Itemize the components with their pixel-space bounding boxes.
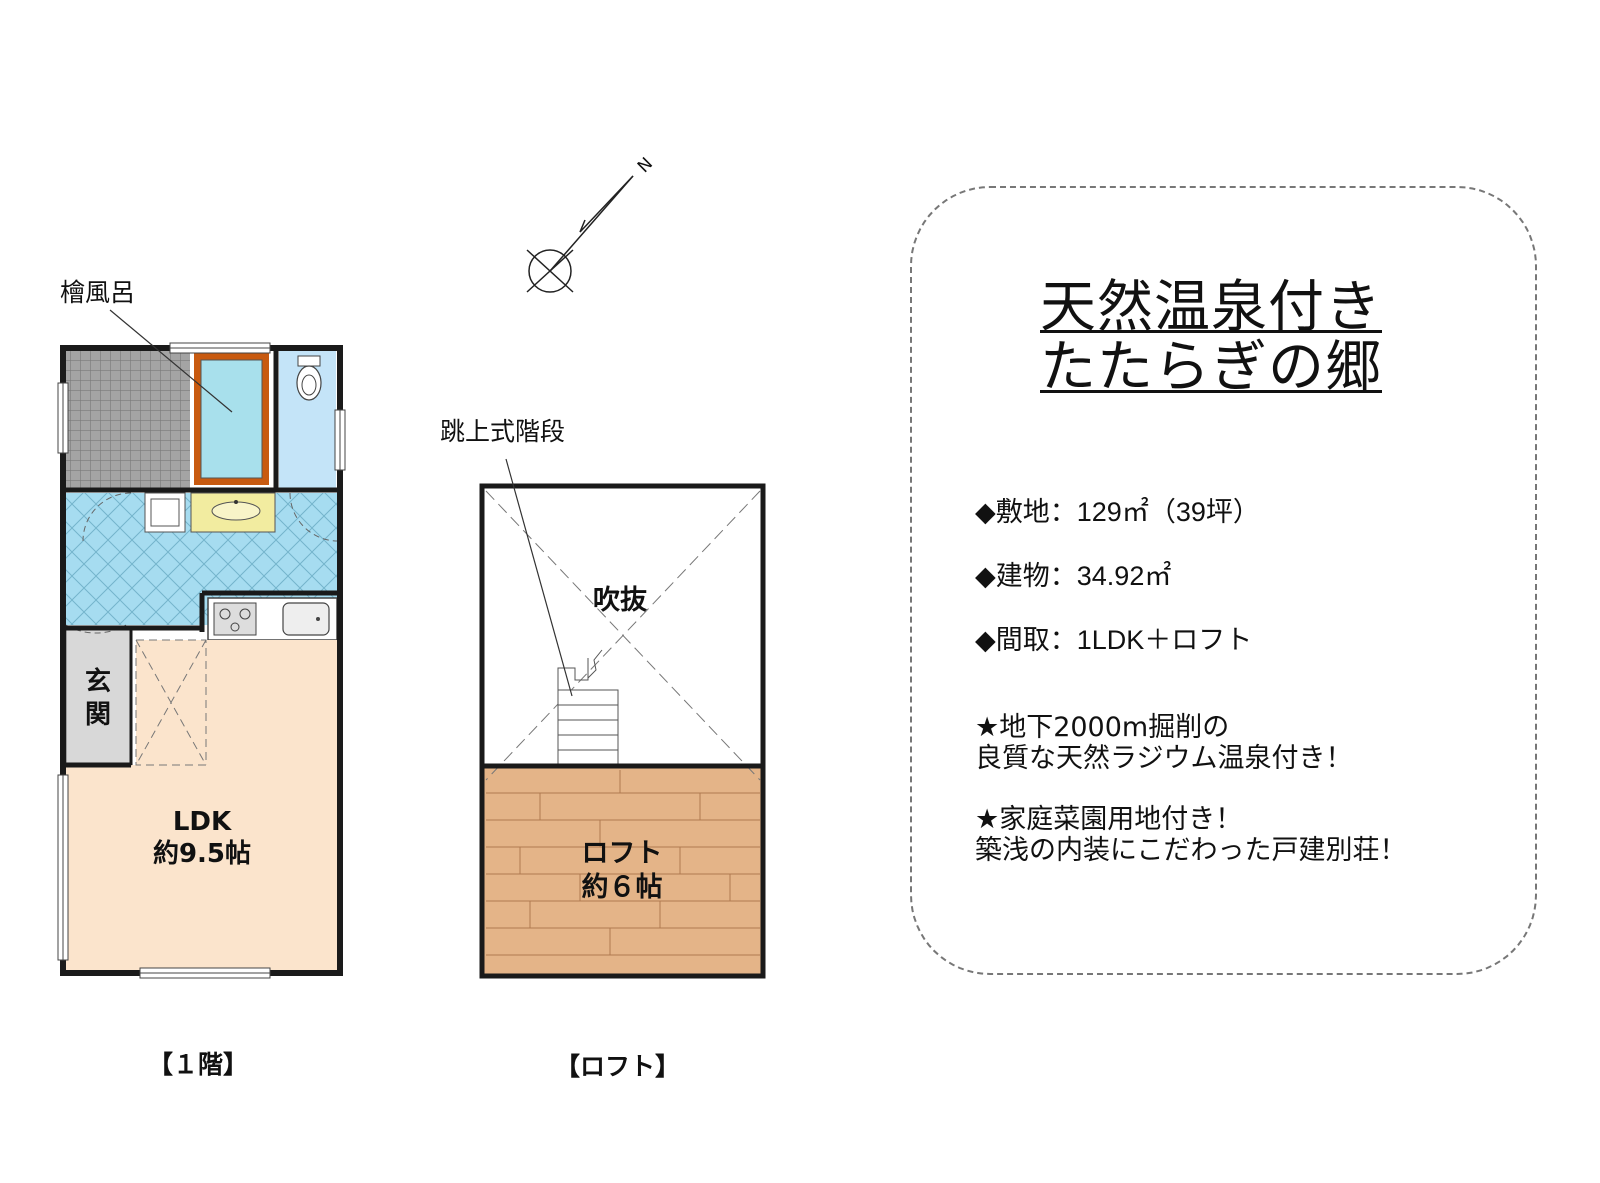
- floor1-windows: [57, 342, 346, 979]
- loft-stairs: [557, 649, 619, 767]
- title-line1: 天然温泉付き: [1040, 275, 1382, 340]
- loft-planks: [486, 770, 760, 956]
- spec-list: ◆敷地：129㎡（39坪） ◆建物：34.92㎡ ◆間取：1LDK＋ロフト: [975, 490, 1260, 682]
- note-line: 良質な天然ラジウム温泉付き！: [975, 743, 1353, 774]
- loft-plan: 跳上式階段 吹抜 ロフト 約６帖: [440, 417, 766, 979]
- north-label: N: [634, 154, 657, 177]
- loft-walls: [479, 483, 766, 979]
- title-line2: たたらぎの郷: [1040, 335, 1382, 400]
- entrance-label-top: 玄: [85, 666, 111, 697]
- spec-label: ◆間取：: [975, 625, 1077, 656]
- ldk-label: LDK: [173, 807, 232, 837]
- spec-label: ◆敷地：: [975, 497, 1077, 528]
- bathtub-water: [200, 359, 263, 479]
- loft-label: ロフト: [582, 838, 663, 869]
- toilet-fixture: [296, 355, 322, 401]
- compass: N: [526, 154, 657, 293]
- void-label: 吹抜: [593, 585, 648, 616]
- loft-caption: 【ロフト】: [555, 1052, 681, 1081]
- spec-layout: ◆間取：1LDK＋ロフト: [975, 618, 1260, 682]
- note-line: ★家庭菜園用地付き！: [975, 804, 1243, 835]
- loft-size-label: 約６帖: [582, 871, 663, 903]
- ldk-size-label: 約9.5帖: [153, 838, 251, 869]
- spec-land: ◆敷地：129㎡（39坪）: [975, 490, 1260, 554]
- spec-value: 1LDK＋ロフト: [1076, 625, 1253, 655]
- ldk-floor-lower: [66, 765, 337, 970]
- void-area: [483, 488, 762, 766]
- entrance-label-bottom: 関: [85, 700, 111, 730]
- compass-circle: [528, 249, 572, 293]
- stove: [213, 602, 257, 636]
- floor1-caption: 【１階】: [148, 1050, 249, 1079]
- compass-needle: [579, 175, 634, 233]
- note-line: ★地下2000m掘削の: [975, 712, 1230, 743]
- sink-basin: [211, 501, 261, 521]
- loft-floor: [483, 766, 762, 976]
- bath-room: [66, 351, 190, 488]
- spec-building: ◆建物：34.92㎡: [975, 554, 1260, 618]
- spec-value: 129㎡（39坪）: [1076, 497, 1260, 527]
- stair-label: 跳上式階段: [440, 417, 565, 446]
- info-panel: [910, 186, 1537, 975]
- spec-label: ◆建物：: [975, 561, 1077, 592]
- note-garden: ★家庭菜園用地付き！ 築浅の内装にこだわった戸建別荘！: [975, 804, 1406, 866]
- note-line: 築浅の内装にこだわった戸建別荘！: [975, 835, 1407, 866]
- property-title: 天然温泉付き たたらぎの郷: [1040, 278, 1440, 398]
- note-onsen: ★地下2000m掘削の 良質な天然ラジウム温泉付き！: [975, 712, 1406, 774]
- entrance-area: [65, 629, 132, 766]
- spec-value: 34.92㎡: [1076, 561, 1172, 591]
- feature-notes: ★地下2000m掘削の 良質な天然ラジウム温泉付き！ ★家庭菜園用地付き！ 築浅…: [975, 712, 1406, 896]
- floor1-plan: 檜風呂 玄 関 LDK 約9.5帖: [57, 278, 346, 979]
- kitchen-sink: [282, 602, 330, 636]
- bath-label: 檜風呂: [60, 278, 135, 307]
